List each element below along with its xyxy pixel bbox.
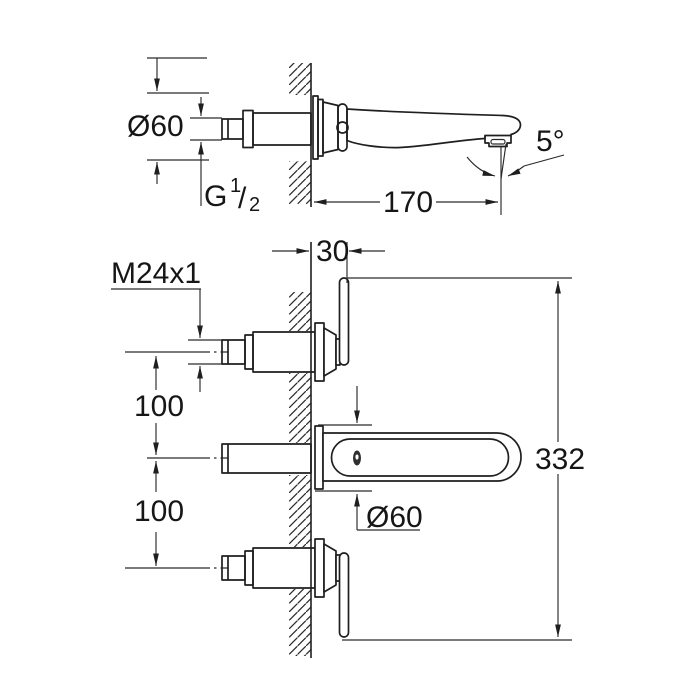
handle-bottom-lever xyxy=(338,552,350,638)
wall-hatch-1 xyxy=(289,292,311,331)
dim-valve-thread: M24x1 xyxy=(111,257,203,392)
spout-outline xyxy=(346,108,522,149)
valve-bottom-plan xyxy=(221,538,350,638)
wall-hatch-lower xyxy=(289,161,311,204)
plan-view: M24x1 30 100 100 332 xyxy=(111,235,585,658)
dim-side-rosette: Ø60 xyxy=(127,57,209,184)
spout-plan xyxy=(221,425,522,490)
label-overall-length: 332 xyxy=(535,443,585,476)
side-view: Ø60 G 1 / 2 170 5° xyxy=(127,57,565,219)
spout-side xyxy=(312,95,522,160)
dim-hole-spacing: 100 100 xyxy=(134,356,184,566)
label-spray-angle: 5° xyxy=(536,125,565,158)
aerator-side xyxy=(484,135,512,148)
label-wall-projection: 30 xyxy=(316,235,349,268)
valve-body-side xyxy=(190,109,312,149)
valve-top-plan xyxy=(188,277,350,382)
label-valve-thread: M24x1 xyxy=(111,257,201,290)
label-thread-g: G 1 / 2 xyxy=(204,175,260,216)
wall-hatch-4 xyxy=(289,589,311,656)
label-spacing-bottom: 100 xyxy=(134,495,184,528)
label-side-rosette-diameter: Ø60 xyxy=(127,110,184,143)
spout-rosette-plan xyxy=(314,425,324,490)
dim-spout-rosette: Ø60 xyxy=(315,386,423,534)
wall-hatch-3 xyxy=(289,475,311,547)
spout-hinge xyxy=(337,103,348,152)
spout-inner xyxy=(330,438,510,477)
spout-outer xyxy=(322,432,522,482)
label-spacing-top: 100 xyxy=(134,390,184,423)
handle-top-lever xyxy=(338,277,350,366)
dim-thread-g: G 1 / 2 xyxy=(198,97,260,216)
dim-spout-reach: 170 xyxy=(314,146,502,219)
dim-spray-angle: 5° xyxy=(466,125,565,180)
dim-wall-projection: 30 xyxy=(272,235,385,292)
label-spout-rosette-diameter: Ø60 xyxy=(366,501,423,534)
dim-overall-length: 332 xyxy=(342,277,585,641)
wall-hatch-upper xyxy=(289,63,311,95)
wall-hatch-2 xyxy=(289,373,311,443)
rosette-cone xyxy=(322,101,339,154)
label-spout-reach: 170 xyxy=(383,186,433,219)
